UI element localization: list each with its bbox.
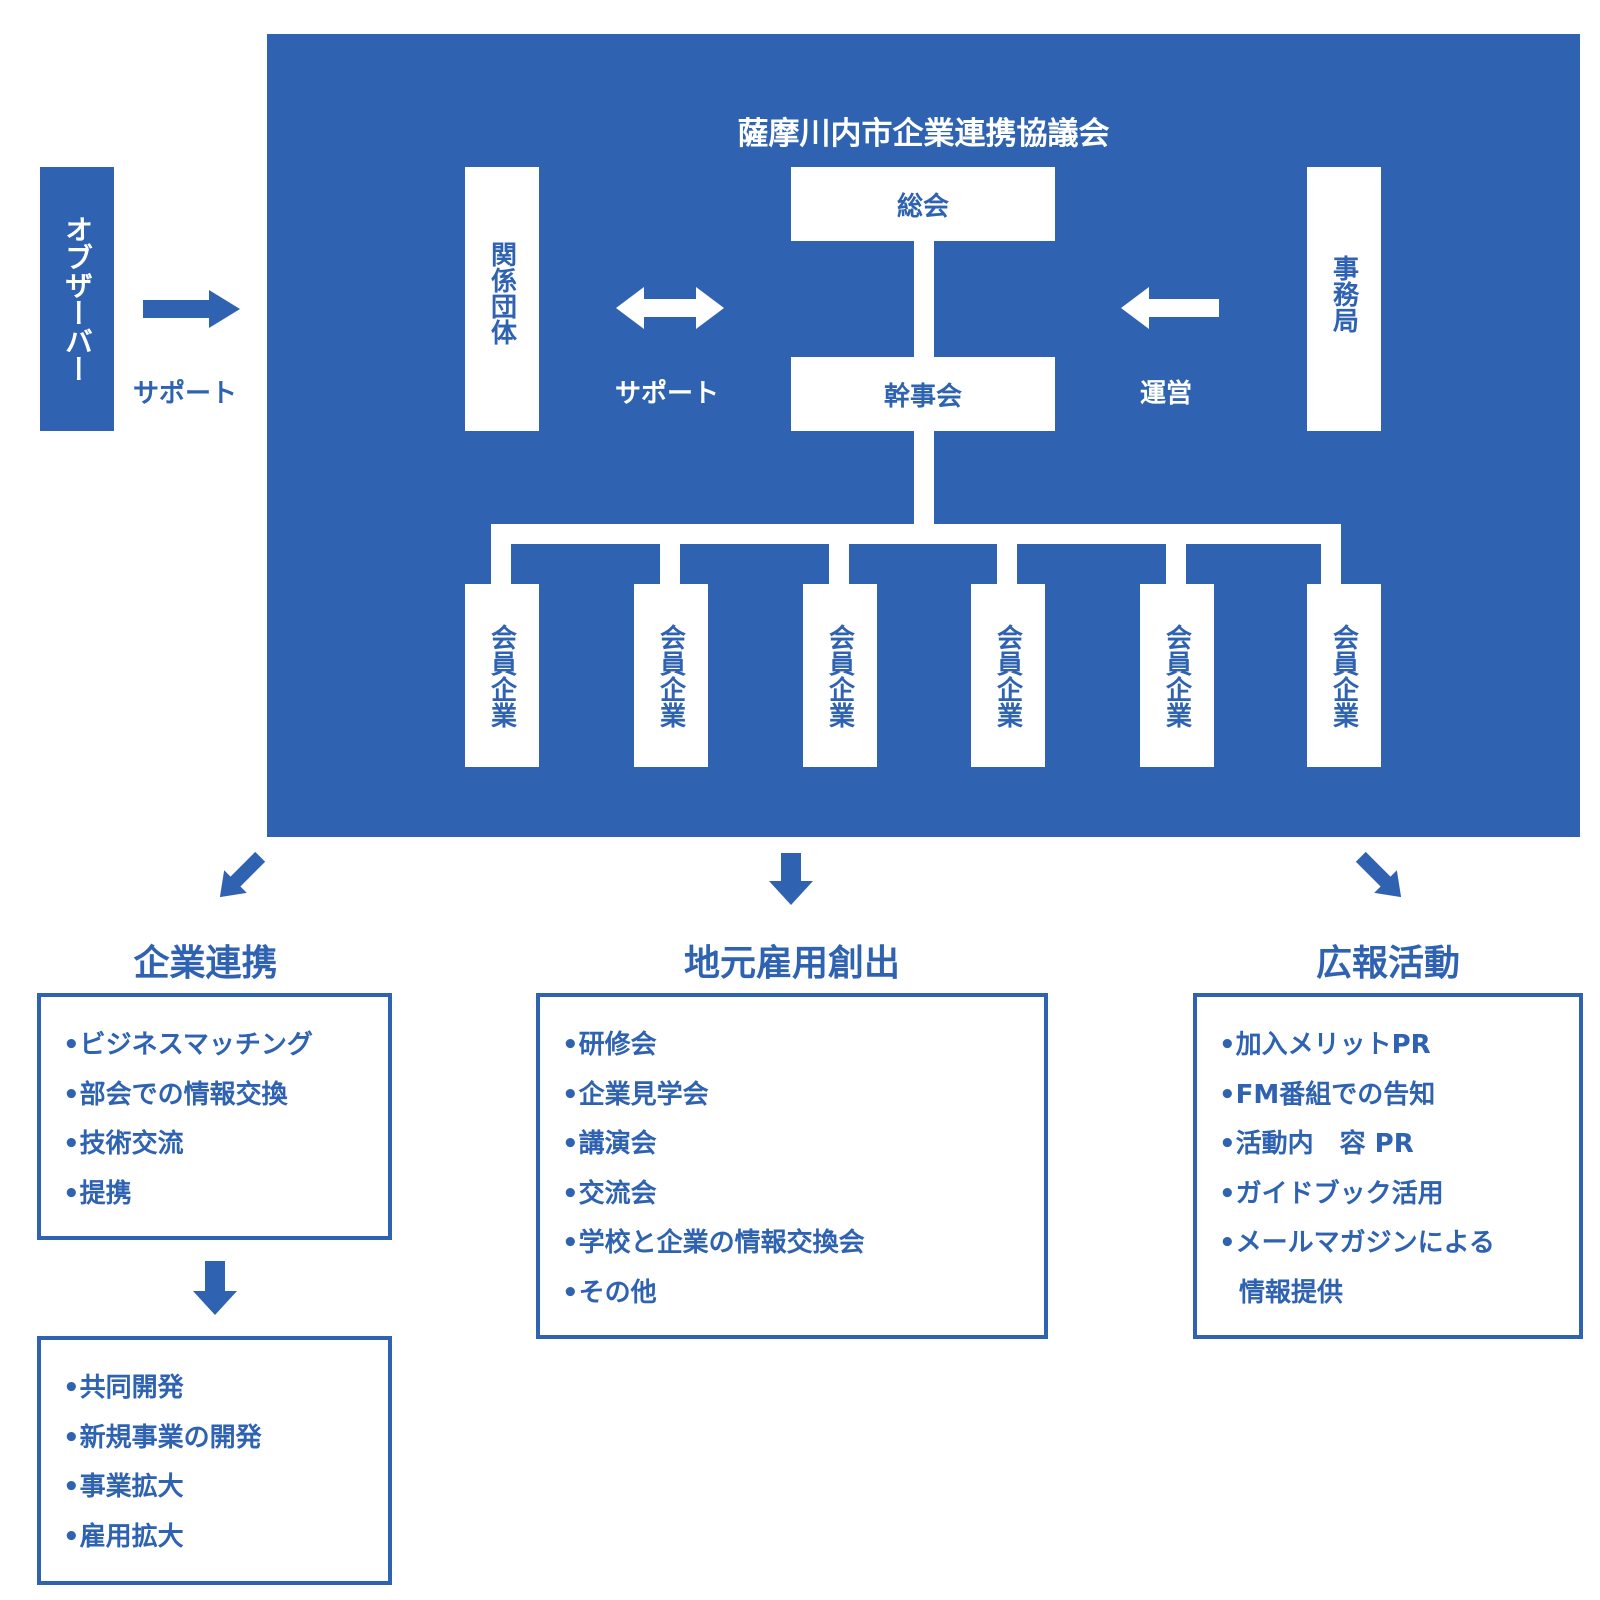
observer-support-label: サポート [133, 379, 238, 409]
related-support-label: サポート [615, 379, 720, 409]
pr-activities-list: •加入メリットPR •FM番組での告知 •活動内 容 PR •ガイドブック活用 … [1219, 1021, 1579, 1318]
down-arrow-icon [769, 853, 813, 905]
member-company-label: 会員企業 [655, 623, 686, 728]
down-left-arrow-icon [219, 851, 266, 898]
connector-drop-2 [660, 524, 680, 584]
secretariat-label: 事務局 [1328, 255, 1359, 333]
list-item: •加入メリットPR [1219, 1030, 1431, 1060]
list-item: •メールマガジンによる [1219, 1228, 1495, 1258]
related-orgs-box: 関係団体 [465, 167, 539, 431]
council-panel: 薩摩川内市企業連携協議会 総会 幹事会 関係団体 事務局 サポート 運営 会員企… [267, 34, 1580, 837]
list-item: •活動内 容 PR [1219, 1129, 1414, 1159]
local-employment-panel: •研修会 •企業見学会 •講演会 •交流会 •学校と企業の情報交換会 •その他 [536, 993, 1048, 1339]
list-item: •FM番組での告知 [1219, 1079, 1436, 1110]
member-company-box: 会員企業 [1140, 584, 1214, 767]
down-arrow-icon [193, 1261, 237, 1315]
connector-general-board [914, 239, 934, 359]
list-item: 情報提供 [1239, 1277, 1344, 1308]
list-item: •事業拡大 [63, 1472, 184, 1502]
list-item: •部会での情報交換 [63, 1079, 288, 1110]
council-title: 薩摩川内市企業連携協議会 [737, 116, 1110, 152]
connector-horizontal [491, 524, 1341, 544]
list-item: •企業見学会 [562, 1079, 709, 1110]
observer-label: オブザーバー [61, 215, 94, 383]
secretariat-box: 事務局 [1307, 167, 1381, 431]
left-arrow-icon [1121, 287, 1219, 329]
member-company-box: 会員企業 [1307, 584, 1381, 767]
general-meeting-box: 総会 [791, 167, 1055, 241]
list-item: •新規事業の開発 [63, 1422, 262, 1453]
right-arrow-icon [143, 290, 240, 328]
list-item: •その他 [562, 1277, 657, 1308]
list-item: •共同開発 [63, 1373, 184, 1403]
member-company-label: 会員企業 [1328, 623, 1359, 728]
local-employment-list: •研修会 •企業見学会 •講演会 •交流会 •学校と企業の情報交換会 •その他 [562, 1021, 1044, 1318]
connector-board-trunk [914, 424, 934, 524]
list-item: •学校と企業の情報交換会 [562, 1228, 865, 1258]
member-company-label: 会員企業 [1161, 623, 1192, 728]
connector-drop-5 [1166, 524, 1186, 584]
list-item: •ガイドブック活用 [1219, 1178, 1444, 1209]
connector-drop-4 [997, 524, 1017, 584]
business-cooperation-list: •ビジネスマッチング •部会での情報交換 •技術交流 •提携 [63, 1021, 388, 1219]
list-item: •雇用拡大 [63, 1521, 184, 1552]
business-cooperation-panel: •ビジネスマッチング •部会での情報交換 •技術交流 •提携 [37, 993, 392, 1240]
observer-box: オブザーバー [40, 167, 114, 431]
board-meeting-label: 幹事会 [883, 381, 962, 412]
followup-panel: •共同開発 •新規事業の開発 •事業拡大 •雇用拡大 [37, 1336, 392, 1585]
down-right-arrow-icon [1355, 851, 1402, 898]
list-item: •交流会 [562, 1178, 657, 1209]
member-company-box: 会員企業 [465, 584, 539, 767]
list-item: •講演会 [562, 1129, 657, 1159]
heading-pr-activities: 広報活動 [1315, 943, 1460, 984]
followup-list: •共同開発 •新規事業の開発 •事業拡大 •雇用拡大 [63, 1364, 388, 1562]
related-orgs-label: 関係団体 [486, 241, 517, 345]
connector-drop-6 [1321, 524, 1341, 584]
member-company-label: 会員企業 [992, 623, 1023, 728]
member-company-label: 会員企業 [486, 623, 517, 728]
general-meeting-label: 総会 [896, 191, 949, 222]
connector-drop-3 [829, 524, 849, 584]
secretariat-action-label: 運営 [1140, 379, 1193, 409]
list-item: •研修会 [562, 1030, 657, 1060]
list-item: •提携 [63, 1178, 132, 1209]
heading-business-cooperation: 企業連携 [133, 943, 278, 984]
heading-local-employment: 地元雇用創出 [683, 943, 900, 984]
member-company-box: 会員企業 [634, 584, 708, 767]
member-company-label: 会員企業 [824, 623, 855, 728]
list-item: •技術交流 [63, 1129, 184, 1159]
member-company-box: 会員企業 [971, 584, 1045, 767]
board-meeting-box: 幹事会 [791, 357, 1055, 431]
connector-drop-1 [491, 524, 511, 584]
double-arrow-icon [616, 287, 724, 329]
pr-activities-panel: •加入メリットPR •FM番組での告知 •活動内 容 PR •ガイドブック活用 … [1193, 993, 1583, 1339]
member-company-box: 会員企業 [803, 584, 877, 767]
list-item: •ビジネスマッチング [63, 1030, 313, 1060]
